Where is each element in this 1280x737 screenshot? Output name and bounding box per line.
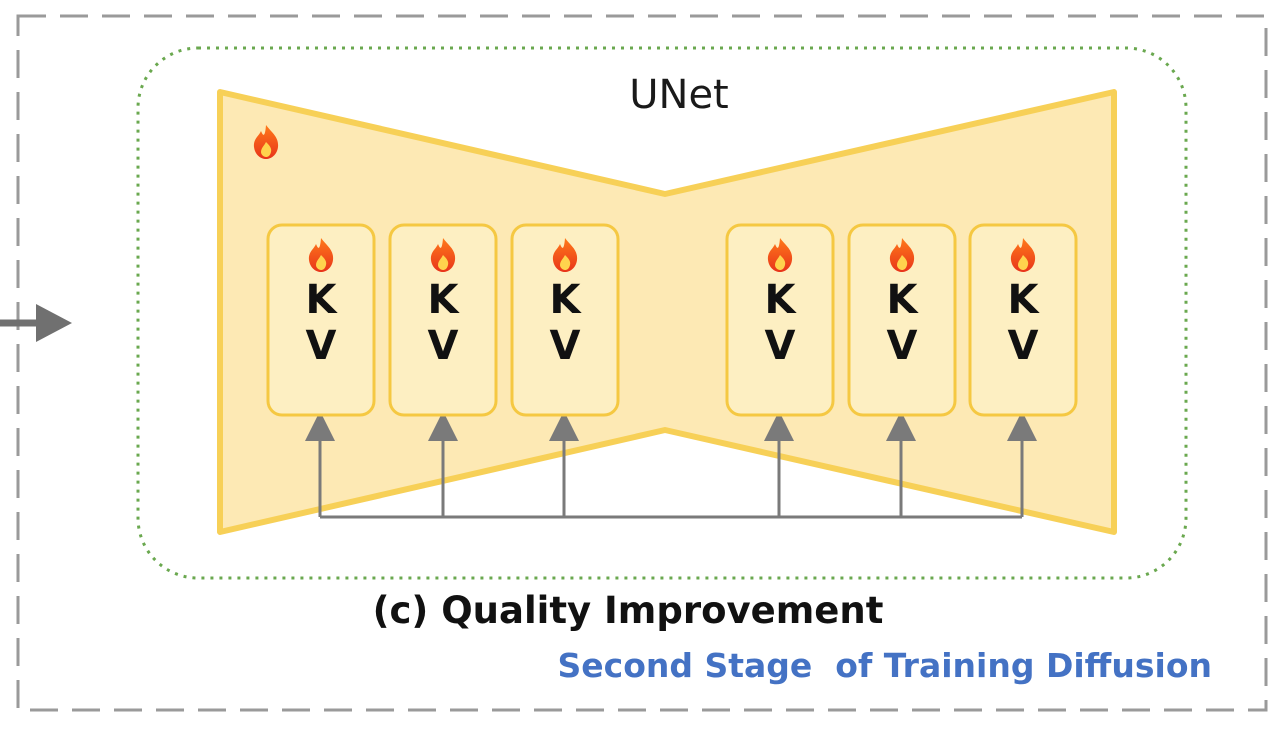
kv-block: K V: [510, 223, 620, 417]
kv-block: K V: [968, 223, 1078, 417]
flame-icon: [767, 238, 793, 272]
stage-caption: Second Stage of Training Diffusion: [558, 646, 1213, 685]
key-label: K: [428, 277, 461, 323]
kv-block: K V: [266, 223, 376, 417]
key-label: K: [550, 277, 583, 323]
flame-icon: [308, 238, 334, 272]
stage-border: [16, 14, 1268, 712]
key-label: K: [306, 277, 339, 323]
value-label: V: [887, 323, 918, 369]
flame-icon: [1010, 238, 1036, 272]
value-label: V: [428, 323, 459, 369]
key-label: K: [1008, 277, 1041, 323]
flame-icon: [253, 125, 279, 159]
unet-title: UNet: [629, 72, 729, 118]
value-label: V: [550, 323, 581, 369]
value-label: V: [1008, 323, 1039, 369]
figure-caption: (c) Quality Improvement: [373, 589, 884, 632]
arrow-right-icon: [0, 304, 72, 342]
value-label: V: [306, 323, 337, 369]
kv-block: K V: [388, 223, 498, 417]
flame-icon: [552, 238, 578, 272]
flame-icon: [889, 238, 915, 272]
key-label: K: [765, 277, 798, 323]
flame-icon: [430, 238, 456, 272]
key-label: K: [887, 277, 920, 323]
kv-block: K V: [847, 223, 957, 417]
unet-container: [136, 46, 1188, 580]
kv-block: K V: [725, 223, 835, 417]
value-label: V: [765, 323, 796, 369]
connector-lines: [305, 411, 1037, 519]
